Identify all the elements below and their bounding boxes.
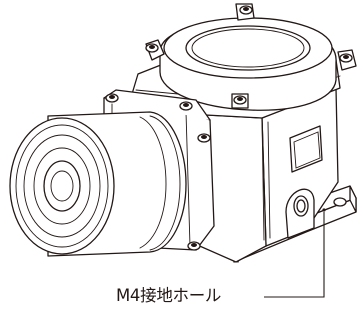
callout-leader-line	[264, 212, 325, 298]
ground-hole-callout-label: M4接地ホール	[116, 286, 222, 305]
top-cover	[145, 3, 357, 111]
horn	[9, 111, 187, 257]
ground-hole-boss	[285, 188, 326, 239]
cover-bolts	[145, 5, 353, 105]
